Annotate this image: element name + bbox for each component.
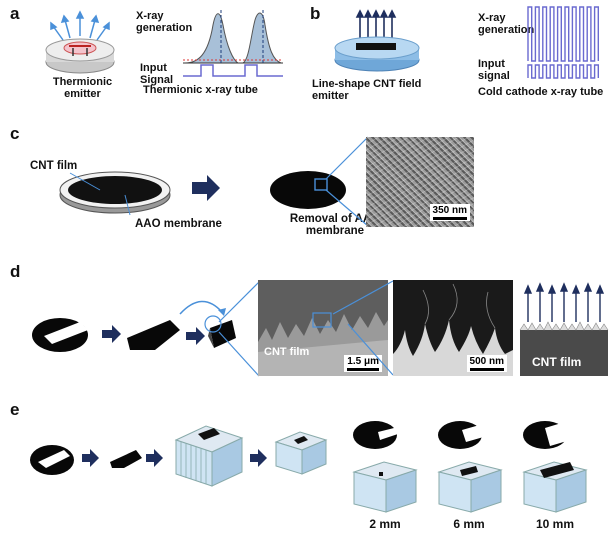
zoom-lines-d xyxy=(218,281,260,377)
assembly-sequence xyxy=(30,425,328,487)
xray-generation-label-a: X-ray generation xyxy=(136,10,193,34)
film-folding-sequence xyxy=(32,300,236,352)
cnt-film-disc-c xyxy=(270,171,346,209)
process-arrow-c xyxy=(192,175,220,201)
panel-label-b: b xyxy=(310,4,321,23)
xray-pulse-chart-a xyxy=(183,10,283,64)
result-devices xyxy=(352,418,588,513)
zoom-lines-c xyxy=(325,136,369,227)
sem-image-c: 350 nm xyxy=(366,137,474,227)
cnt-emitter-label: Line-shape CNT field emitter xyxy=(312,78,422,102)
aao-membrane-disc xyxy=(59,171,171,214)
cnt-film-label-d2: CNT film xyxy=(532,355,582,369)
cnt-film-pointer xyxy=(69,172,101,191)
size-label-2mm: 2 mm xyxy=(369,517,401,531)
panel-label-d: d xyxy=(10,262,21,281)
panel-label-c: c xyxy=(10,124,20,143)
cnt-emission-diagram xyxy=(519,282,609,376)
input-signal-label-a: Input Signal xyxy=(140,62,174,86)
xray-pulse-chart-b xyxy=(527,6,600,62)
size-label-10mm: 10 mm xyxy=(535,517,575,531)
input-signal-label-b: Input signal xyxy=(478,58,510,82)
cnt-film-label-c: CNT film xyxy=(30,160,78,172)
size-label-6mm: 6 mm xyxy=(453,517,485,531)
input-signal-chart-b xyxy=(527,64,600,79)
cold-cathode-tube-label: Cold cathode x-ray tube xyxy=(478,86,604,98)
input-signal-chart-a xyxy=(183,64,283,77)
scale-bar-d2: 500 nm xyxy=(466,355,507,372)
sem-image-d2: 500 nm xyxy=(393,280,513,376)
removal-label: Removal of AAO membrane xyxy=(289,213,381,237)
thermionic-tube-label: Thermionic x-ray tube xyxy=(143,84,258,96)
thermionic-emitter-label: Thermionic emitter xyxy=(52,76,113,100)
scale-bar-c: 350 nm xyxy=(429,204,470,221)
panel-label-a: a xyxy=(10,4,20,23)
cnt-film-label-d1: CNT film xyxy=(264,346,310,358)
thermionic-emitter-icon xyxy=(45,10,115,74)
xray-generation-label-b: X-ray generation xyxy=(478,12,535,36)
scale-bar-d1: 1.5 μm xyxy=(344,355,382,372)
panel-label-e: e xyxy=(10,400,20,419)
aao-membrane-label: AAO membrane xyxy=(135,218,222,230)
aao-pointer xyxy=(124,194,131,216)
zoom-lines-d2 xyxy=(332,280,394,376)
cnt-field-emitter-icon xyxy=(334,9,420,72)
